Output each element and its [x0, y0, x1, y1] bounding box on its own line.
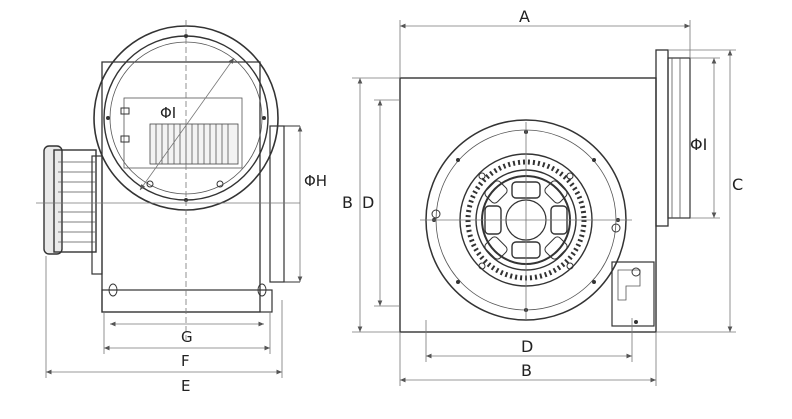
label-d-vertical: D — [362, 193, 374, 212]
label-b-vertical: B — [342, 193, 353, 212]
label-phi-h: ΦH — [304, 172, 327, 190]
label-a: A — [519, 7, 530, 26]
terminal-box — [611, 261, 655, 327]
label-g: G — [181, 328, 193, 346]
left-view: ΦI ΦH G F E — [36, 20, 327, 395]
label-b-bottom: B — [521, 361, 532, 380]
inlet-rings — [420, 119, 632, 321]
housing-side — [36, 20, 300, 340]
label-f: F — [181, 352, 190, 370]
right-dimensions — [352, 20, 736, 386]
right-view: A B D ΦI C D B — [342, 7, 743, 386]
label-phi-i-right: ΦI — [690, 135, 707, 154]
motor-body — [43, 145, 103, 275]
label-d-bottom: D — [521, 337, 533, 356]
left-dimensions — [45, 126, 303, 378]
label-e: E — [181, 377, 190, 395]
outlet-flange — [655, 49, 691, 227]
label-phi-i-left: ΦI — [160, 104, 176, 122]
label-c: C — [732, 175, 743, 194]
